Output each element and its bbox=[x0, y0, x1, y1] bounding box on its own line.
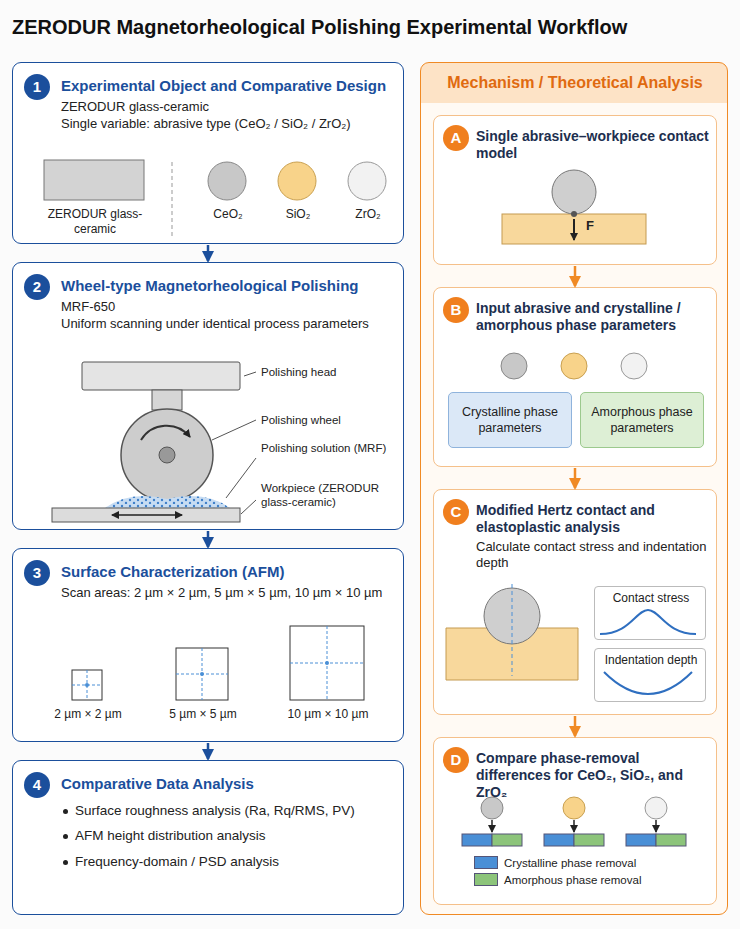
flow-arrow bbox=[574, 716, 577, 736]
node-text: 10 µm × 10 µm bbox=[273, 707, 383, 722]
text-group: Surface Characterization (AFM) Scan areas… bbox=[61, 562, 411, 601]
node-text: Amorphous phase parameters bbox=[585, 404, 699, 437]
text-group: Wheel-type Magnetorheological PolishingM… bbox=[61, 276, 411, 333]
box-body: Calculate contact stress and indentation… bbox=[476, 539, 714, 573]
bullet-item: Frequency-domain / PSD analysis bbox=[61, 853, 401, 871]
step-badge: B bbox=[443, 297, 469, 323]
box-heading: Wheel-type Magnetorheological Polishing bbox=[61, 276, 411, 296]
part-label: F bbox=[586, 218, 616, 234]
bullet-item: AFM height distribution analysis bbox=[61, 827, 401, 845]
legend-swatch bbox=[474, 873, 498, 886]
text-group: Comparative Data AnalysisSurface roughne… bbox=[61, 774, 401, 870]
text-group: Modified Hertz contact and elastoplastic… bbox=[476, 502, 714, 572]
flow-arrow bbox=[574, 266, 577, 286]
bullet-item: Surface roughness analysis (Ra, Rq/RMS, … bbox=[61, 802, 401, 820]
node-text: Contact stress bbox=[595, 591, 707, 606]
hertz-contact bbox=[446, 584, 696, 694]
step-badge: 4 bbox=[24, 772, 50, 798]
part-label: Polishing head bbox=[261, 365, 403, 379]
part-label: Polishing wheel bbox=[261, 413, 403, 427]
text-group: Input abrasive and crystalline / amorpho… bbox=[476, 300, 714, 337]
box-heading: Compare phase-removal differences for Ce… bbox=[476, 750, 714, 800]
polishing-machine bbox=[52, 362, 256, 522]
node-text: SiO₂ bbox=[268, 207, 328, 222]
diagram-title: ZERODUR Magnetorheological Polishing Exp… bbox=[12, 16, 627, 39]
step-box: 1Experimental Object and Comparative Des… bbox=[12, 62, 404, 244]
phase-removal bbox=[462, 797, 686, 846]
step-badge: A bbox=[443, 125, 469, 151]
flow-arrow bbox=[207, 531, 210, 547]
step-badge: 1 bbox=[24, 74, 50, 100]
flow-arrow bbox=[207, 743, 210, 759]
afm-scan-areas bbox=[72, 626, 364, 700]
box-heading: Single abrasive–workpiece contact model bbox=[476, 128, 714, 162]
step-box: 2Wheel-type Magnetorheological Polishing… bbox=[12, 262, 404, 530]
legend-item: Amorphous phase removal bbox=[474, 873, 641, 886]
text-group: Experimental Object and Comparative Desi… bbox=[61, 76, 411, 133]
abrasive-inputs bbox=[501, 353, 647, 379]
box-body: Scan areas: 2 µm × 2 µm, 5 µm × 5 µm, 10… bbox=[61, 585, 411, 602]
text-group: Compare phase-removal differences for Ce… bbox=[476, 750, 714, 803]
legend-item: Crystalline phase removal bbox=[474, 856, 641, 869]
node-text: ZERODUR glass-ceramic bbox=[35, 207, 155, 237]
step-badge: 3 bbox=[24, 560, 50, 586]
sample-and-abrasives bbox=[44, 160, 386, 236]
parameter-box: Amorphous phase parameters bbox=[580, 392, 704, 448]
text-group: Single abrasive–workpiece contact model bbox=[476, 128, 714, 165]
part-label: Workpiece (ZERODUR glass-ceramic) bbox=[261, 481, 403, 510]
legend-text: Amorphous phase removal bbox=[504, 874, 641, 886]
box-body: Uniform scanning under identical process… bbox=[61, 316, 411, 333]
node-text: 2 µm × 2 µm bbox=[43, 707, 133, 722]
box-body: MRF-650 bbox=[61, 299, 411, 316]
part-label: Polishing solution (MRF) bbox=[261, 441, 403, 455]
node-text: Indentation depth bbox=[595, 653, 707, 668]
box-body: Single variable: abrasive type (CeO₂ / S… bbox=[61, 116, 411, 133]
node-text: ZrO₂ bbox=[338, 207, 398, 222]
step-box: 4 Comparative Data AnalysisSurface roughn… bbox=[12, 760, 404, 915]
node-text: CeO₂ bbox=[198, 207, 258, 222]
contact-model bbox=[502, 170, 646, 244]
flow-arrow bbox=[574, 468, 577, 488]
analysis-card: C Modified Hertz contact and elastoplasti… bbox=[433, 489, 717, 715]
box-heading: Comparative Data Analysis bbox=[61, 774, 401, 794]
node-text: 5 µm × 5 µm bbox=[153, 707, 253, 722]
step-badge: D bbox=[443, 747, 469, 773]
step-badge: C bbox=[443, 499, 469, 525]
legend-swatch bbox=[474, 856, 498, 869]
node-text: Crystalline phase parameters bbox=[453, 404, 567, 437]
box-heading: Experimental Object and Comparative Desi… bbox=[61, 76, 411, 96]
box-body: ZERODUR glass-ceramic bbox=[61, 99, 411, 116]
analysis-card: D Compare phase-removal differences for C… bbox=[433, 737, 717, 905]
box-heading: Surface Characterization (AFM) bbox=[61, 562, 411, 582]
parameter-box: Crystalline phase parameters bbox=[448, 392, 572, 448]
box-heading: Modified Hertz contact and elastoplastic… bbox=[476, 502, 714, 536]
legend: Crystalline phase removalAmorphous phase… bbox=[474, 856, 641, 890]
flow-arrow bbox=[207, 245, 210, 261]
box-heading: Input abrasive and crystalline / amorpho… bbox=[476, 300, 714, 334]
legend-text: Crystalline phase removal bbox=[504, 857, 636, 869]
step-badge: 2 bbox=[24, 274, 50, 300]
node-text: Mechanism / Theoretical Analysis bbox=[421, 73, 729, 94]
